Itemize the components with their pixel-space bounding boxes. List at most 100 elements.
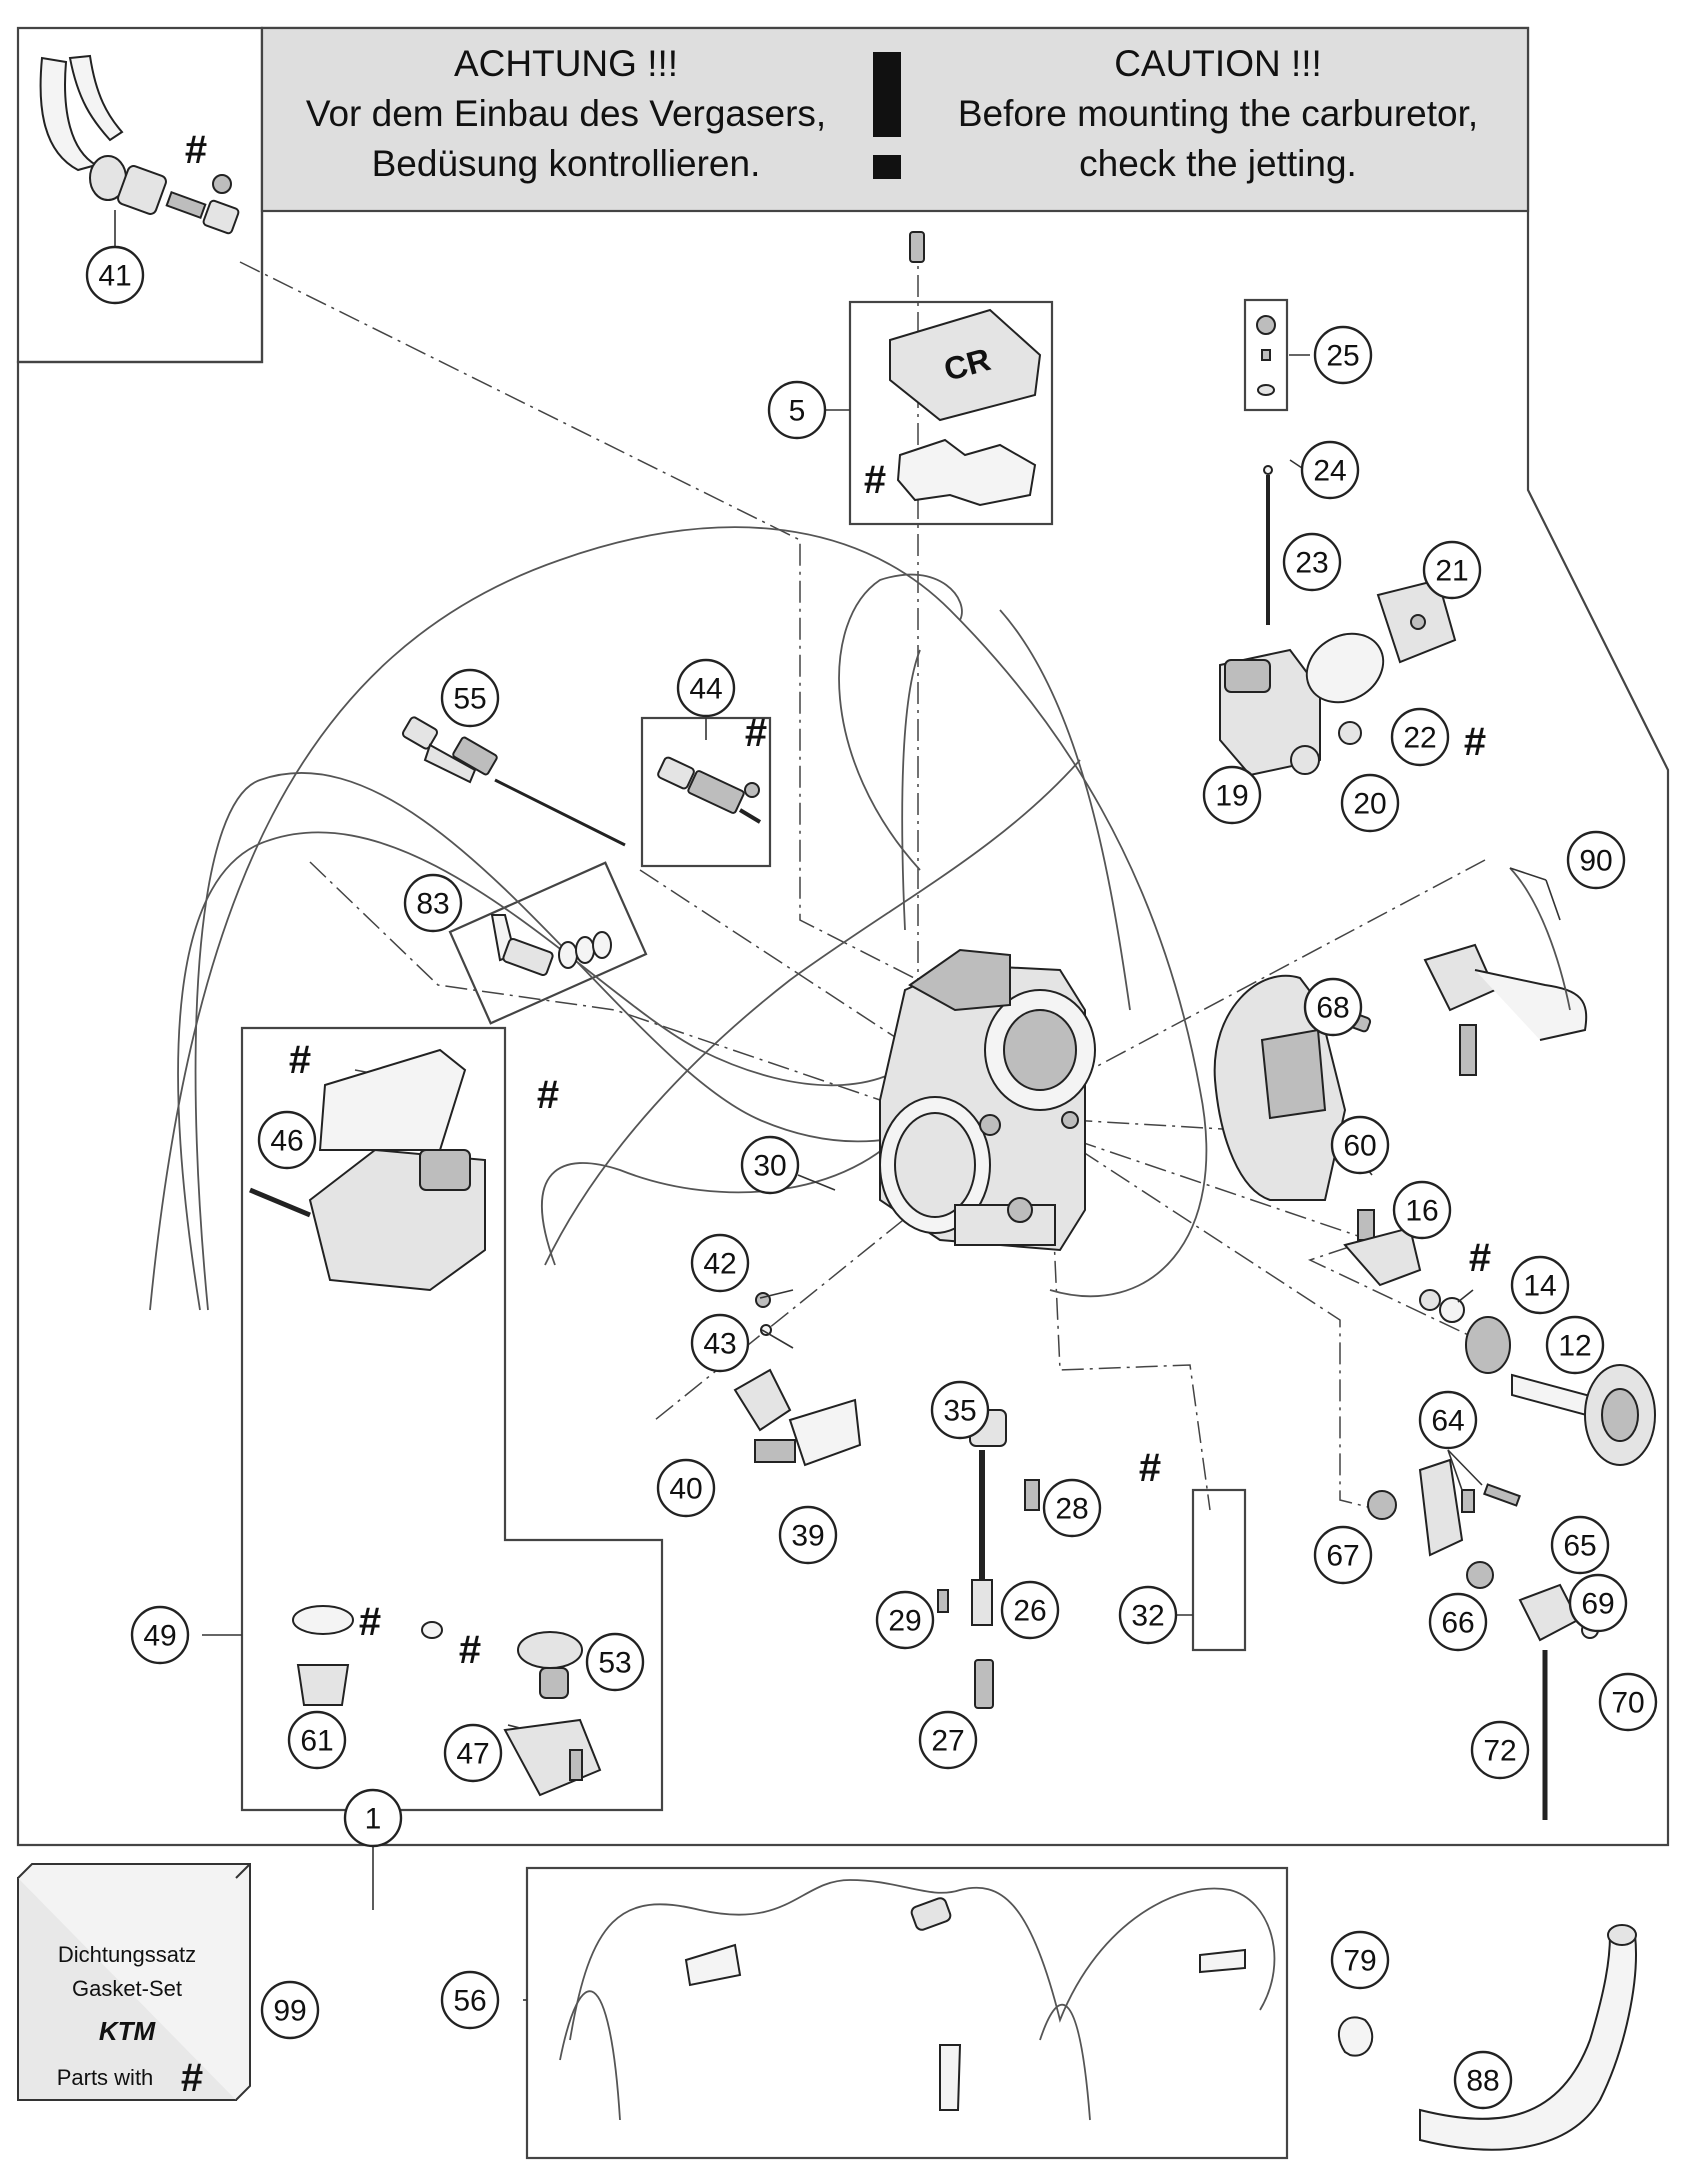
callout-circle [343, 1788, 403, 1848]
caution-en-line1: Before mounting the carburetor, [958, 93, 1478, 134]
callout-39: 39 [778, 1505, 838, 1565]
gasket-box-line3: Parts with [57, 2065, 154, 2090]
callout-label: 26 [1013, 1595, 1046, 1628]
callout-label: 88 [1466, 2065, 1499, 2098]
part-55-needle [401, 716, 626, 847]
float-and-pin [733, 1292, 862, 1467]
callout-label: 99 [273, 1995, 306, 2028]
callout-label: 49 [143, 1620, 176, 1653]
callout-circle [257, 1110, 317, 1170]
callout-circle [1598, 1672, 1658, 1732]
callout-circle [287, 1710, 347, 1770]
callout-43: 43 [690, 1313, 750, 1373]
callout-49: 49 [130, 1605, 190, 1665]
callout-label: 66 [1441, 1607, 1474, 1640]
callout-label: 40 [669, 1473, 702, 1506]
callout-90: 90 [1566, 830, 1626, 890]
callout-label: 16 [1405, 1195, 1438, 1228]
callout-circle [130, 1605, 190, 1665]
part-25-frame [1243, 298, 1289, 412]
callout-26: 26 [1000, 1580, 1060, 1640]
callout-circle [690, 1313, 750, 1373]
assembly-center-lines [239, 238, 1501, 1511]
callout-label: 23 [1295, 547, 1328, 580]
caution-de-title: ACHTUNG !!! [454, 43, 678, 84]
part-90-cable [1423, 867, 1588, 1076]
main-assembly-frame [16, 26, 1670, 1847]
callout-label: 56 [453, 1985, 486, 2018]
callout-41: 41 [85, 245, 145, 305]
part-25-needle-clip [1256, 315, 1276, 396]
callout-label: 27 [931, 1725, 964, 1758]
callout-circle [1000, 1580, 1060, 1640]
part-41-fitting [39, 54, 240, 235]
callout-label: 29 [888, 1605, 921, 1638]
callout-circle [585, 1632, 645, 1692]
callout-circle [1510, 1255, 1570, 1315]
callout-56: 56 [440, 1970, 500, 2030]
callout-55: 55 [440, 668, 500, 728]
callout-label: 60 [1343, 1130, 1376, 1163]
gasket-box-line1: Dichtungssatz [58, 1942, 196, 1967]
callout-21: 21 [1422, 540, 1482, 600]
callout-label: 14 [1523, 1270, 1556, 1303]
callout-label: 68 [1316, 992, 1349, 1025]
part-32-frame [1191, 1488, 1247, 1652]
warning-exclamation-icon [873, 52, 901, 137]
callout-19: 19 [1202, 765, 1262, 825]
callout-circle [656, 1458, 716, 1518]
part-44-choke [657, 756, 762, 824]
caution-en-title: CAUTION !!! [1114, 43, 1322, 84]
callout-label: 44 [689, 673, 722, 706]
callout-5: 5 [767, 380, 827, 440]
callout-circle [1418, 1390, 1478, 1450]
hash-mark: # [289, 1038, 311, 1082]
jet-group [937, 1409, 1040, 1709]
callout-70: 70 [1598, 1672, 1658, 1732]
callout-circle [1300, 440, 1360, 500]
callout-circle [1470, 1720, 1530, 1780]
callout-label: 28 [1055, 1493, 1088, 1526]
callout-circle [767, 380, 827, 440]
callout-60: 60 [1330, 1115, 1390, 1175]
callout-label: 1 [365, 1803, 382, 1836]
callout-circle [1202, 765, 1262, 825]
hash-mark: # [185, 128, 207, 172]
callout-label: 24 [1313, 455, 1346, 488]
callout-79: 79 [1330, 1930, 1390, 1990]
caution-banner: ACHTUNG !!! Vor dem Einbau des Vergasers… [260, 26, 1530, 213]
gasket-set-hash-marks: ########## [185, 128, 1491, 1672]
gasket-box-hash-symbol: # [181, 2056, 203, 2100]
callout-40: 40 [656, 1458, 716, 1518]
callout-circle [778, 1505, 838, 1565]
callout-label: 47 [456, 1738, 489, 1771]
callout-circle [690, 1233, 750, 1293]
idle-lever-group [1367, 1458, 1599, 1820]
callout-24: 24 [1300, 440, 1360, 500]
callout-30: 30 [740, 1135, 800, 1195]
part-5-carb-cover: CR [889, 231, 1042, 507]
callout-circle [1118, 1585, 1178, 1645]
callout-label: 20 [1353, 788, 1386, 821]
callout-label: 25 [1326, 340, 1359, 373]
callout-label: 12 [1558, 1330, 1591, 1363]
callout-88: 88 [1453, 2050, 1513, 2110]
throttle-valve-group [1219, 465, 1457, 777]
callout-label: 64 [1431, 1405, 1464, 1438]
callout-circle [85, 245, 145, 305]
callout-circle [440, 668, 500, 728]
callout-25: 25 [1313, 325, 1373, 385]
callout-circle [1566, 830, 1626, 890]
callout-label: 79 [1343, 1945, 1376, 1978]
callout-label: 61 [300, 1725, 333, 1758]
part-41-frame [16, 26, 264, 364]
callout-leaders [114, 210, 1561, 2001]
float-bowl [249, 1048, 602, 1797]
hash-mark: # [745, 711, 767, 755]
callout-circle [930, 1380, 990, 1440]
callout-label: 46 [270, 1125, 303, 1158]
callout-circle [740, 1135, 800, 1195]
callout-99: 99 [260, 1980, 320, 2040]
callout-label: 39 [791, 1520, 824, 1553]
